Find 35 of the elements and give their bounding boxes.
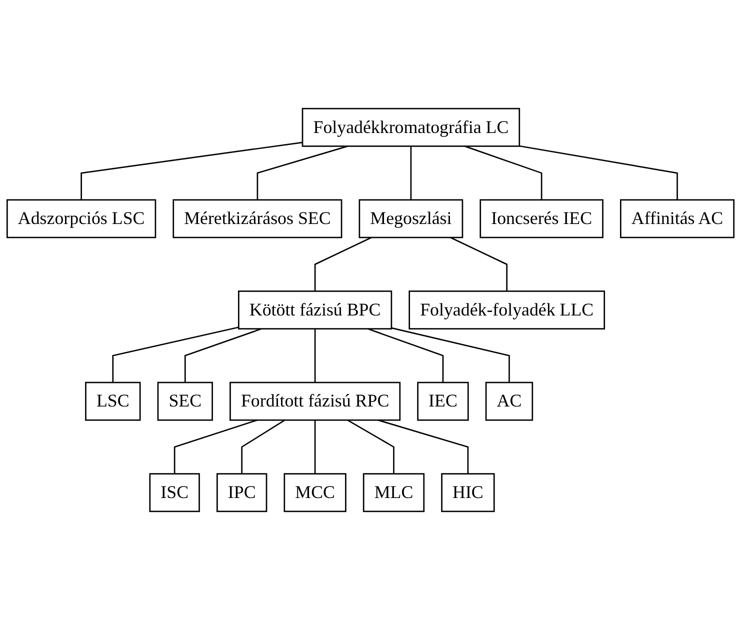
node-box: MLC (362, 473, 425, 512)
node-box: Kötött fázisú BPC (238, 290, 392, 330)
connector (256, 146, 348, 200)
node-box: Affinitás AC (620, 199, 735, 238)
node-box: HIC (441, 473, 495, 512)
node-box: MCC (284, 473, 346, 512)
connector (314, 236, 372, 292)
connector (184, 328, 262, 382)
node-box: Ioncserés IEC (480, 199, 604, 238)
node-box: IPC (216, 473, 268, 512)
node-box: SEC (157, 382, 213, 421)
node-box: ISC (149, 473, 200, 512)
node-box: Méretkizárásos SEC (172, 199, 342, 238)
connector (519, 145, 678, 200)
connector (80, 142, 303, 200)
connector (347, 420, 394, 474)
node-box: Folyadékkromatográfia LC (302, 108, 520, 147)
connector (314, 420, 316, 474)
node-box: Megoszlási (358, 199, 464, 238)
connector (391, 327, 510, 382)
connector (112, 326, 239, 382)
connector (314, 328, 316, 382)
node-box: AC (485, 382, 534, 421)
node-box: Folyadék-folyadék LLC (408, 290, 606, 330)
connector (410, 146, 412, 200)
connector (464, 146, 542, 200)
connector (241, 420, 286, 474)
connector (450, 236, 508, 292)
node-box: Adszorpciós LSC (6, 199, 156, 238)
connector (174, 419, 258, 474)
node-box: Fordított fázisú RPC (230, 382, 401, 421)
connector (378, 419, 469, 474)
connector (368, 328, 444, 382)
node-box: IEC (417, 382, 469, 421)
node-box: LSC (85, 382, 141, 421)
